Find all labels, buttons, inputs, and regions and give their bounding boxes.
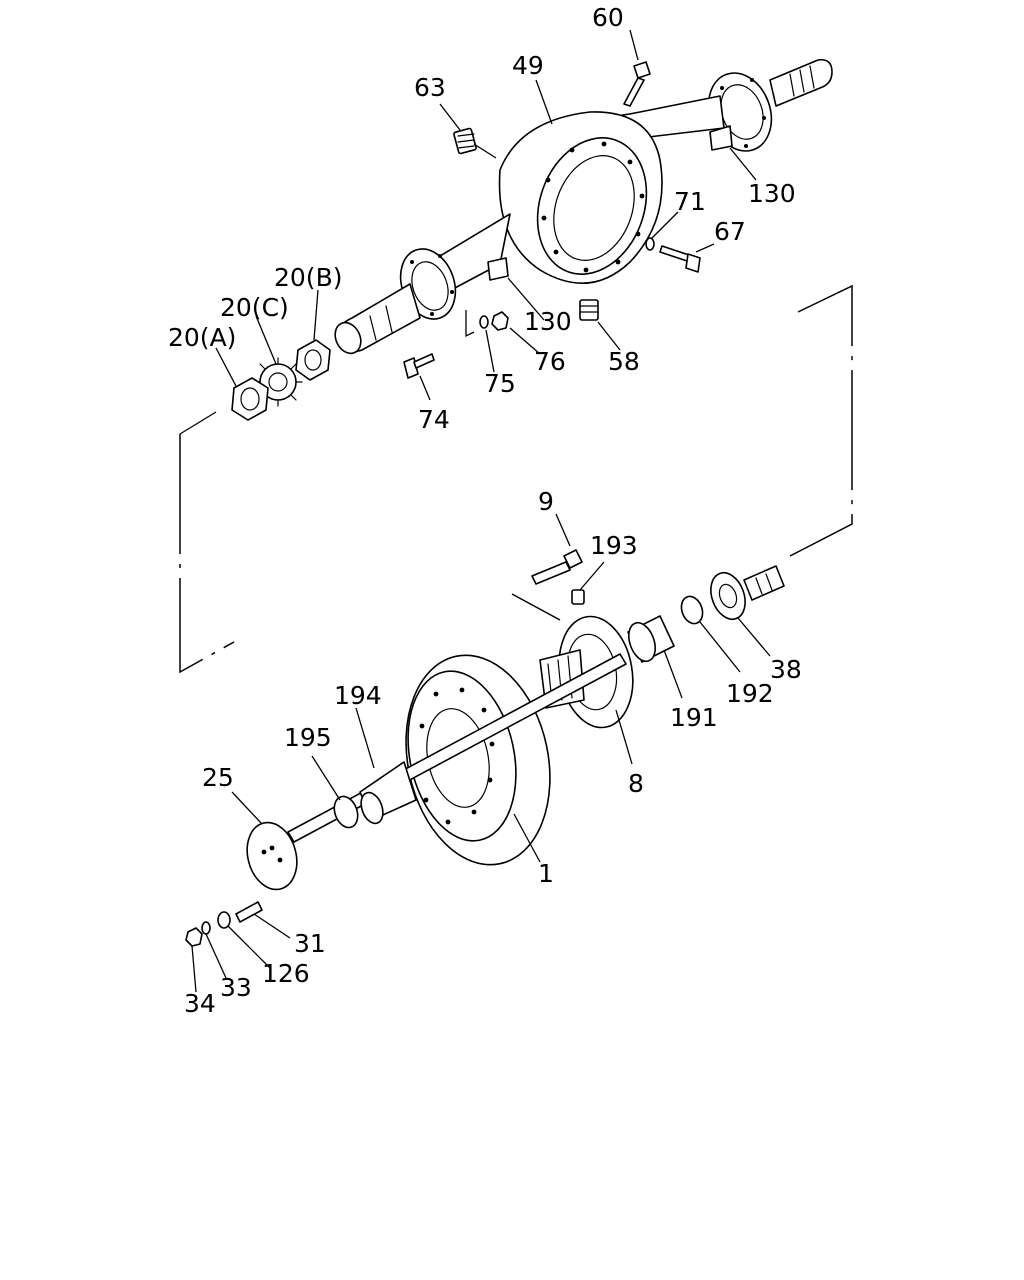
nut-34 — [185, 927, 203, 947]
cone-191 — [627, 615, 675, 663]
spacer-126 — [217, 911, 231, 929]
callout-31: 31 — [294, 929, 326, 958]
callout-9: 9 — [538, 487, 554, 516]
callout-194: 194 — [334, 681, 382, 710]
washer-75 — [479, 315, 489, 329]
flange-25 — [246, 821, 298, 891]
callout-38: 38 — [770, 655, 802, 684]
bearing-38 — [710, 565, 785, 621]
nut-76 — [491, 311, 509, 331]
callout-34: 34 — [184, 989, 216, 1018]
callout-20b: 20(B) — [274, 263, 342, 292]
callout-25: 25 — [202, 763, 234, 792]
callout-60: 60 — [592, 3, 624, 32]
plug-193 — [571, 589, 585, 605]
plug-63 — [453, 127, 477, 155]
callout-191: 191 — [670, 703, 718, 732]
leader-lines — [191, 29, 771, 993]
callout-130-lower: 130 — [524, 307, 572, 336]
brake-drum-1 — [405, 654, 551, 866]
axle-housing — [334, 58, 833, 355]
washer-71 — [645, 237, 655, 251]
callout-33: 33 — [220, 973, 252, 1002]
callout-labels: 60 49 63 130 71 67 20(B) 20(C) 20(A) 130… — [168, 3, 802, 1018]
callout-67: 67 — [714, 217, 746, 246]
assembly-lines — [179, 284, 853, 674]
plug-58 — [579, 299, 599, 321]
stud-31 — [235, 901, 263, 923]
washer-33 — [201, 921, 211, 935]
callout-193: 193 — [590, 531, 638, 560]
callout-195: 195 — [284, 723, 332, 752]
callout-49: 49 — [512, 51, 544, 80]
bolt-74 — [403, 353, 435, 379]
callout-63: 63 — [414, 73, 446, 102]
callout-126: 126 — [262, 959, 310, 988]
callout-58: 58 — [608, 347, 640, 376]
banjo-bolt-holes — [541, 141, 645, 273]
callout-20c: 20(C) — [220, 293, 289, 322]
ring-195 — [333, 795, 359, 829]
hub-bolt-9 — [531, 549, 583, 585]
breather-bolt-60 — [623, 61, 651, 107]
callout-71: 71 — [674, 187, 706, 216]
callout-8: 8 — [628, 769, 644, 798]
callout-74: 74 — [418, 405, 450, 434]
bolt-67 — [659, 245, 701, 273]
callout-75: 75 — [484, 369, 516, 398]
ring-192 — [680, 595, 704, 625]
callout-1: 1 — [538, 859, 554, 888]
nut-20b — [295, 339, 331, 381]
callout-76: 76 — [534, 347, 566, 376]
callout-130-upper: 130 — [748, 179, 796, 208]
callout-20a: 20(A) — [168, 323, 236, 352]
lock-washer-20c — [253, 357, 303, 407]
cone-194 — [359, 761, 417, 825]
callout-192: 192 — [726, 679, 774, 708]
nut-20a — [231, 377, 269, 421]
